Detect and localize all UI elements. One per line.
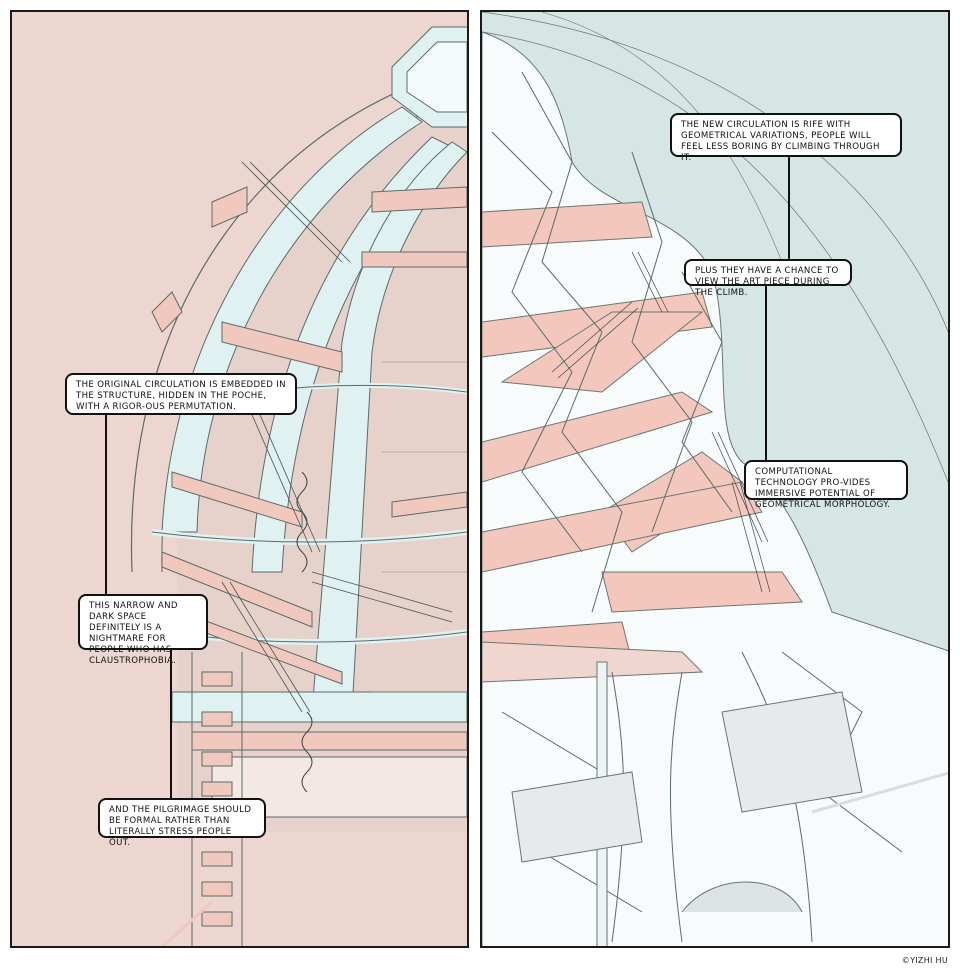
leader-line (170, 648, 172, 800)
dome-section-drawing (130, 26, 467, 946)
leader-line (765, 284, 767, 464)
parametric-tower-drawing (482, 12, 948, 946)
callout-art-piece: PLUS THEY HAVE A CHANCE TO VIEW THE ART … (684, 259, 852, 298)
leader-line (788, 156, 790, 260)
callout-computational-technology: COMPUTATIONAL TECHNOLOGY PRO-VIDES IMMER… (744, 460, 908, 510)
callout-original-circulation: THE ORIGINAL CIRCULATION IS EMBEDDED IN … (65, 373, 297, 415)
callout-claustrophobia: THIS NARROW AND DARK SPACE DEFINITELY IS… (78, 594, 208, 666)
callout-new-circulation: THE NEW CIRCULATION IS RIFE WITH GEOMETR… (670, 113, 902, 163)
left-panel-original-dome (10, 10, 469, 948)
callout-pilgrimage: AND THE PILGRIMAGE SHOULD BE FORMAL RATH… (98, 798, 266, 848)
leader-line (105, 414, 107, 596)
author-credit: ©YIZHI HU (901, 956, 948, 965)
